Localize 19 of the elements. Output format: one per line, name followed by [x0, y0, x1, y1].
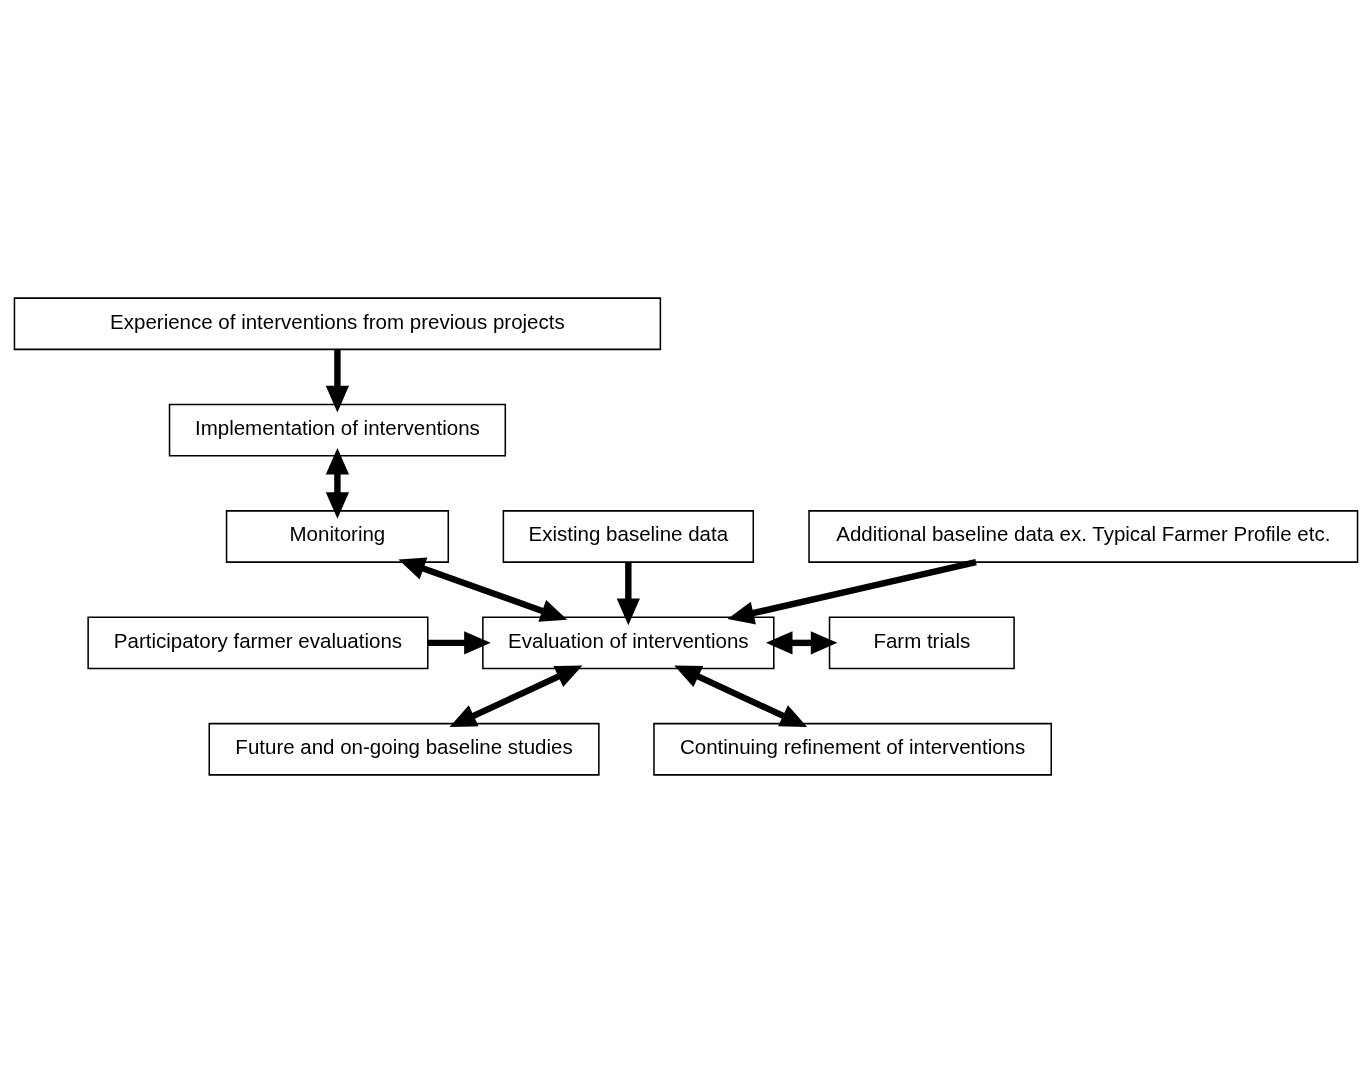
node-box: Participatory farmer evaluations [87, 615, 429, 669]
arrow [325, 349, 350, 412]
node-box: Continuing refinement of interventions [653, 722, 1052, 776]
arrow [325, 447, 350, 519]
node-box: Additional baseline data ex. Typical Farmer Profile etc. [808, 509, 1359, 563]
arrow [427, 630, 491, 654]
node-box: Evaluation of interventions [482, 615, 775, 669]
arrow [674, 664, 808, 727]
node-box: Experience of interventions from previous projects [13, 296, 662, 350]
arrow [616, 561, 640, 625]
arrow [727, 558, 977, 624]
node-box: Implementation of interventions [168, 403, 507, 457]
node-box: Monitoring [225, 509, 450, 563]
arrow [398, 557, 568, 622]
node-box: Farm trials [828, 615, 1015, 669]
node-box: Existing baseline data [502, 509, 755, 563]
node-box: Future and on-going baseline studies [208, 722, 600, 776]
arrow [449, 664, 583, 727]
arrow [765, 630, 838, 654]
